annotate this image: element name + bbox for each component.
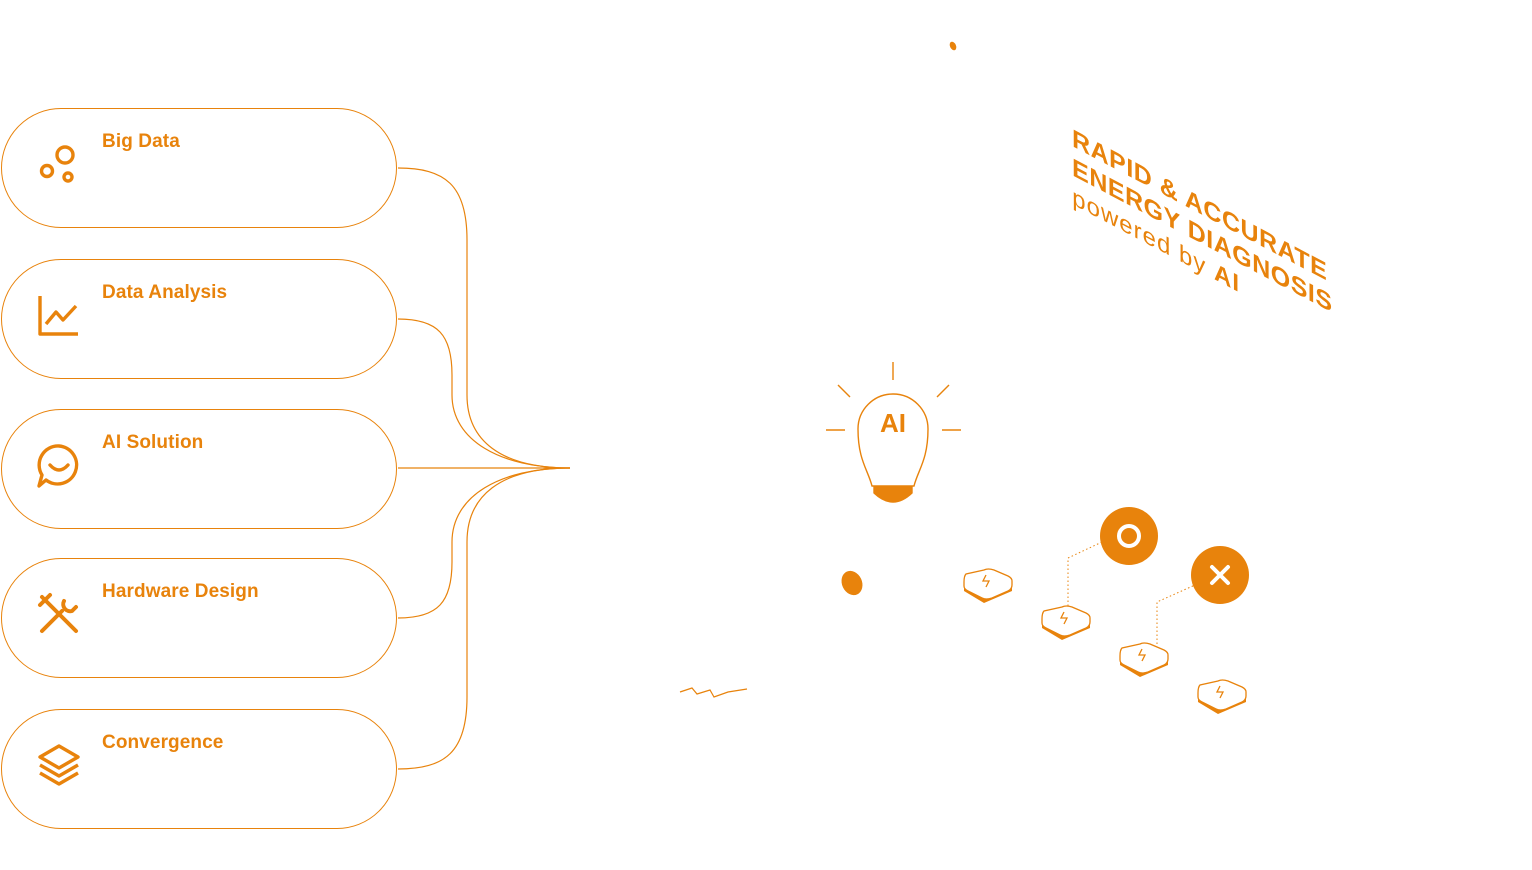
bubbles-icon — [36, 141, 82, 187]
feature-label: Convergence — [102, 732, 224, 753]
connector-hardware-design — [397, 467, 571, 619]
feature-label: AI Solution — [102, 432, 204, 453]
connector-data-analysis — [397, 318, 571, 469]
line-chart-icon — [36, 292, 82, 338]
feature-label: Hardware Design — [102, 581, 259, 602]
connector-convergence — [397, 467, 571, 770]
feature-label: Big Data — [102, 131, 180, 152]
bulb-label: AI — [880, 408, 906, 438]
feature-big-data: Big Data — [1, 108, 397, 228]
feature-hardware-design: Hardware Design — [1, 558, 397, 678]
connector-big-data — [397, 167, 571, 469]
feature-data-analysis: Data Analysis — [1, 259, 397, 379]
chat-smile-icon — [36, 442, 82, 488]
feature-ai-solution: AI Solution — [1, 409, 397, 529]
layers-icon — [36, 742, 82, 788]
feature-label: Data Analysis — [102, 282, 228, 303]
feature-convergence: Convergence — [1, 709, 397, 829]
tools-icon — [36, 591, 82, 637]
